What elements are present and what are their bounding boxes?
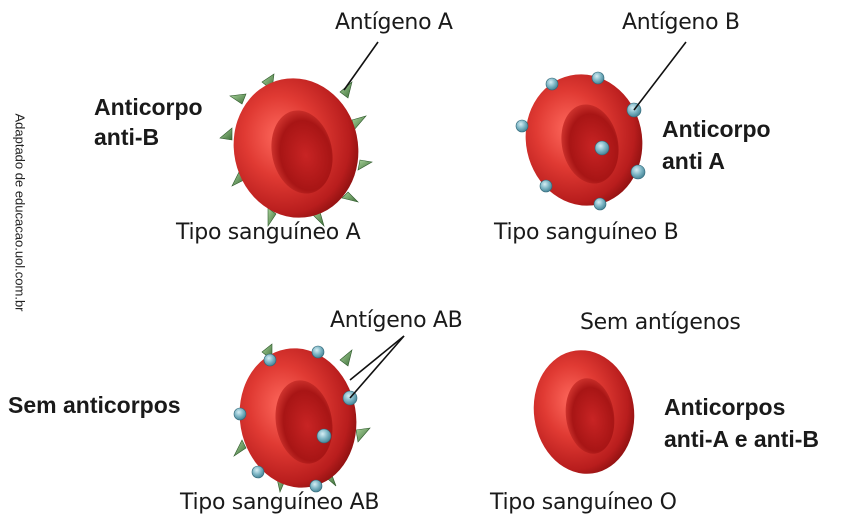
source-credit: Adaptado de educacao.uol.com.br (13, 113, 28, 313)
label-type-a: Tipo sanguíneo A (176, 220, 360, 245)
label-antibody-ab: Sem anticorpos (8, 392, 181, 418)
blood-cell-type-ab (229, 336, 404, 497)
antigen-a-pointer (344, 42, 378, 90)
blood-cell-type-o (526, 344, 642, 481)
label-type-ab: Tipo sanguíneo AB (180, 490, 379, 515)
label-antibody-o-line2: anti-A e anti-B (664, 426, 819, 452)
label-antibody-a-line2: anti-B (94, 124, 159, 150)
label-antigen-o: Sem antígenos (580, 310, 741, 335)
label-antibody-a-line1: Anticorpo (94, 94, 203, 120)
label-type-b: Tipo sanguíneo B (494, 220, 678, 245)
antigen-ab-pointer-1 (350, 336, 404, 380)
label-antibody-o-line1: Anticorpos (664, 394, 785, 420)
label-antigen-b: Antígeno B (622, 10, 740, 35)
label-antigen-a: Antígeno A (335, 10, 453, 35)
label-antigen-ab: Antígeno AB (330, 308, 462, 333)
label-antibody-b-line2: anti A (662, 148, 725, 174)
blood-cell-type-a (220, 42, 378, 229)
label-antibody-b-line1: Anticorpo (662, 116, 771, 142)
antigen-b-pointer (634, 42, 686, 110)
label-type-o: Tipo sanguíneo O (490, 490, 677, 515)
blood-cell-type-b (514, 42, 686, 217)
antigen-ab-pointer-2 (350, 336, 404, 398)
